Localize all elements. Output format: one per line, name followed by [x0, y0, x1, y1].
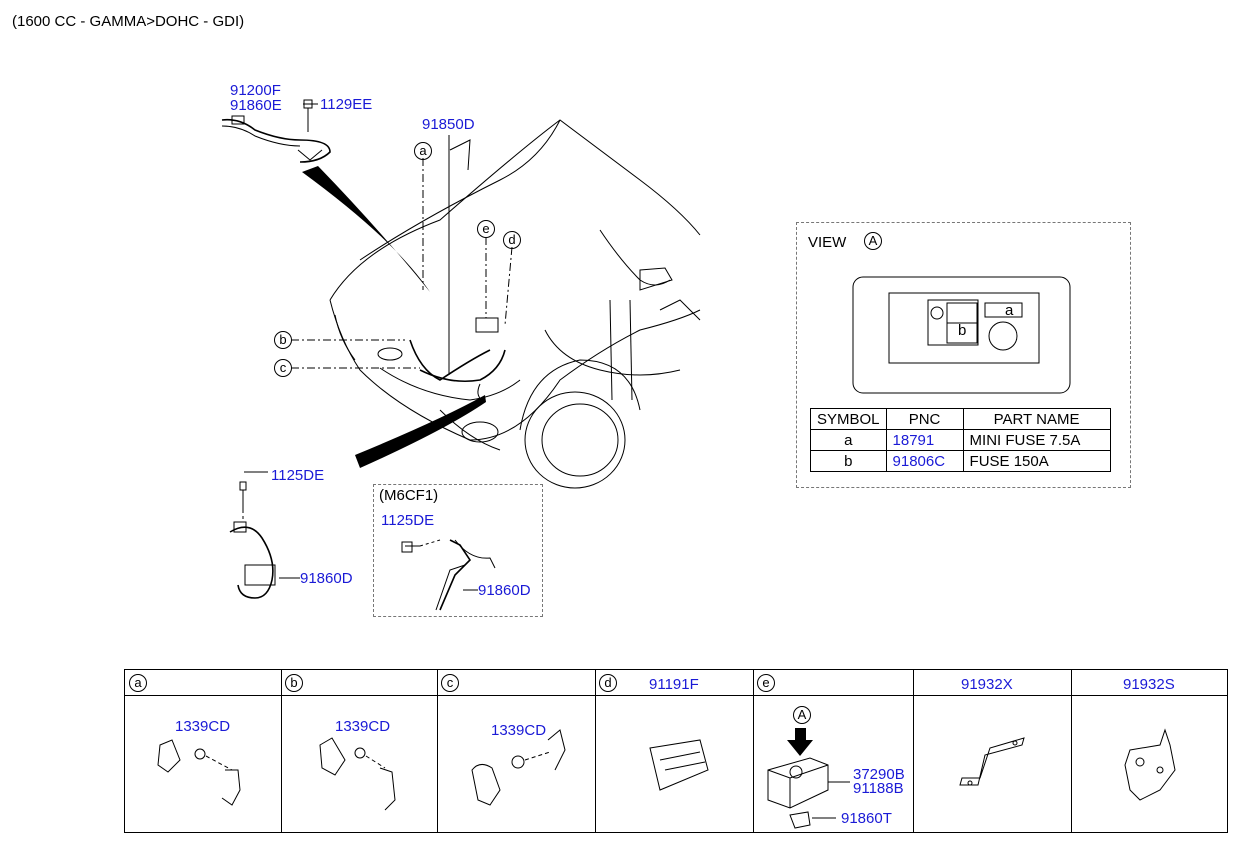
m6cf1-part-91860D[interactable]: 91860D	[478, 582, 531, 599]
table-row: a 18791 MINI FUSE 7.5A	[810, 429, 1111, 451]
row-part-name: FUSE 150A	[962, 450, 1111, 472]
row-pnc-link[interactable]: 91806C	[885, 450, 964, 472]
detail-symbol-e: e	[757, 674, 775, 692]
col-header-pnc: PNC	[885, 408, 964, 430]
detail-part-91188B[interactable]: 91188B	[853, 780, 904, 797]
page-title: (1600 CC - GAMMA>DOHC - GDI)	[12, 13, 245, 30]
part-number-91850D[interactable]: 91850D	[422, 116, 475, 133]
symbol-table: SYMBOL PNC PART NAME a 18791 MINI FUSE 7…	[810, 408, 1111, 472]
callout-b: b	[274, 331, 292, 349]
detail-cell-91932X: 91932X	[913, 670, 1072, 832]
detail-part-1339CD[interactable]: 1339CD	[175, 718, 231, 735]
detail-part-91860T[interactable]: 91860T	[841, 810, 892, 827]
parts-detail-table: a 1339CD b 1339CD c 1339CD d 91191F e A …	[124, 669, 1228, 833]
detail-cell-c: c 1339CD	[437, 670, 596, 832]
detail-cell-e: e A 37290B 91188B 91860T	[753, 670, 914, 832]
row-pnc-link[interactable]: 18791	[885, 429, 964, 451]
view-a-title: VIEW	[808, 234, 847, 251]
fuse-label-b: b	[958, 322, 967, 339]
row-symbol: b	[810, 450, 887, 472]
part-number-1125DE[interactable]: 1125DE	[271, 467, 325, 484]
detail-part-1339CD[interactable]: 1339CD	[335, 718, 391, 735]
part-number-91860E[interactable]: 91860E	[230, 97, 282, 114]
m6cf1-detail-box	[373, 484, 543, 617]
view-a-box	[796, 222, 1131, 488]
fuse-label-a: a	[1005, 302, 1014, 319]
detail-cell-d: d 91191F	[595, 670, 754, 832]
detail-header-91932S[interactable]: 91932S	[1123, 676, 1175, 693]
table-row: b 91806C FUSE 150A	[810, 450, 1111, 472]
m6cf1-title: (M6CF1)	[379, 487, 439, 504]
detail-header-91191F[interactable]: 91191F	[649, 676, 699, 693]
callout-e: e	[477, 220, 495, 238]
row-part-name: MINI FUSE 7.5A	[962, 429, 1111, 451]
detail-symbol-a: a	[129, 674, 147, 692]
callout-c: c	[274, 359, 292, 377]
callout-d: d	[503, 231, 521, 249]
m6cf1-part-1125DE[interactable]: 1125DE	[381, 512, 435, 529]
detail-part-1339CD[interactable]: 1339CD	[491, 722, 547, 739]
part-number-91860D[interactable]: 91860D	[300, 570, 353, 587]
view-a-marker: A	[864, 232, 882, 250]
col-header-symbol: SYMBOL	[810, 408, 887, 430]
detail-marker-a: A	[793, 706, 811, 724]
part-number-1129EE[interactable]: 1129EE	[320, 96, 373, 113]
detail-symbol-c: c	[441, 674, 459, 692]
callout-a: a	[414, 142, 432, 160]
detail-header-91932X[interactable]: 91932X	[961, 676, 1013, 693]
detail-part-37290B[interactable]: 37290B	[853, 766, 905, 783]
detail-cell-b: b 1339CD	[281, 670, 438, 832]
row-symbol: a	[810, 429, 887, 451]
detail-cell-91932S: 91932S	[1071, 670, 1227, 832]
col-header-part-name: PART NAME	[962, 408, 1111, 430]
detail-symbol-d: d	[599, 674, 617, 692]
detail-symbol-b: b	[285, 674, 303, 692]
part-number-91200F[interactable]: 91200F	[230, 82, 281, 99]
detail-cell-a: a 1339CD	[125, 670, 282, 832]
